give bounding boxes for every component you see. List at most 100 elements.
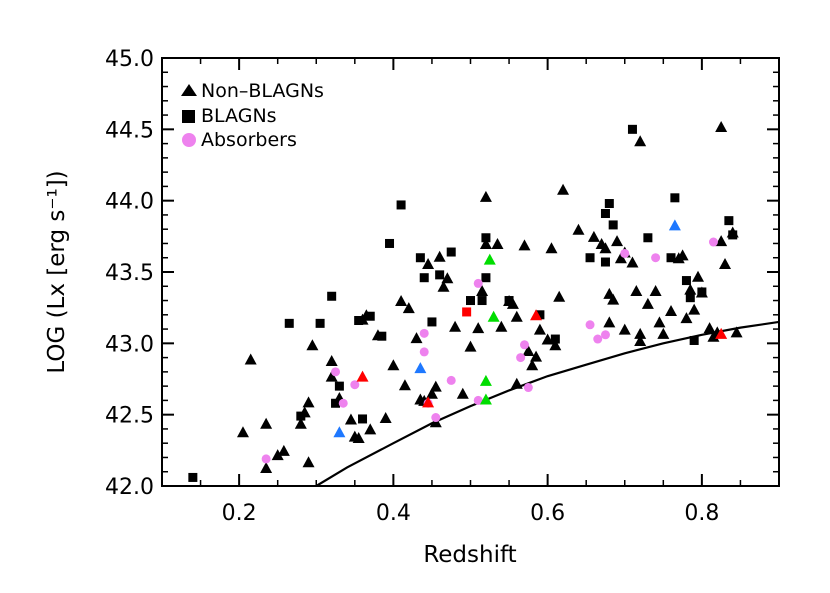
circle-point [338,398,348,408]
triangle-point [479,237,492,249]
y-tick-label: 45.0 [105,47,154,72]
circle-point [419,328,429,338]
triangle-point [306,339,319,351]
triangle-point [599,242,612,254]
square-point [608,220,618,230]
triangle-point [530,350,543,362]
square-point [446,247,456,257]
triangle-point [587,230,600,242]
square-point [354,316,364,326]
triangle-point [603,316,616,328]
square-point [504,296,514,306]
square-point [697,287,707,297]
square-point [627,124,637,134]
triangle-point [715,235,728,247]
triangle-point [680,312,693,324]
circle-point [473,278,483,288]
triangle-point [630,285,643,297]
triangle-point [472,322,485,334]
legend-square-marker [182,110,195,123]
square-point [643,233,653,243]
circle-point [519,340,529,350]
square-point [427,317,437,327]
triangle-point [491,237,504,249]
triangle-point [715,120,728,132]
circle-point [431,413,441,423]
square-point [415,253,425,263]
triangle-point [352,431,365,443]
triangle-point [692,270,705,282]
triangle-point [557,183,570,195]
circle-point [585,320,595,330]
triangle-point [545,242,558,254]
triangle-point [572,223,585,235]
limit-curve [315,320,779,486]
triangle-point [414,362,427,374]
triangle-point [476,285,489,297]
square-point [477,296,487,306]
triangle-point [398,379,411,391]
triangle-point [244,353,257,365]
triangle-point [422,257,435,269]
triangle-point [526,359,539,371]
legend: Non–BLAGNs BLAGNs Absorbers [181,80,324,151]
triangle-point [634,135,647,147]
circle-point [600,330,610,340]
triangle-point [479,374,492,386]
legend-triangle-marker [181,84,197,96]
triangle-point [657,327,670,339]
triangle-point [425,387,438,399]
square-point [481,273,491,283]
triangle-point [533,323,546,335]
square-point [365,311,375,321]
triangle-point [260,417,273,429]
circle-point [473,395,483,405]
triangle-point [730,326,743,338]
square-point [284,318,294,328]
square-point [585,253,595,263]
triangle-point [429,380,442,392]
x-tick-label: 0.2 [222,501,257,526]
square-point [334,381,344,391]
triangle-point [541,333,554,345]
circle-point [419,347,429,357]
circle-point [350,380,360,390]
triangle-point [344,413,357,425]
square-point [377,331,387,341]
circle-point [331,367,341,377]
triangle-point [611,235,624,247]
triangle-point [634,327,647,339]
legend-label-blagns: BLAGNs [201,105,277,127]
triangle-point [510,377,523,389]
triangle-point [626,256,639,268]
triangle-point [402,302,415,314]
triangle-point [302,396,315,408]
triangle-point [653,316,666,328]
square-point [550,334,560,344]
legend-circle-marker [182,133,196,147]
square-point [681,276,691,286]
x-tick-label: 0.6 [530,501,565,526]
square-point [728,230,738,240]
triangle-point [464,340,477,352]
axis-ticks [162,57,779,487]
limit-curve-layer [315,320,779,486]
triangle-point [649,285,662,297]
y-tick-label: 44.0 [105,190,154,215]
triangle-point [260,461,273,473]
triangle-point [437,280,450,292]
circle-point [523,383,533,393]
triangle-point [641,297,654,309]
triangle-point [364,423,377,435]
y-tick-label: 42.0 [105,475,154,500]
y-tick-label: 43.0 [105,332,154,357]
x-tick-label: 0.4 [376,501,411,526]
data-points-layer [188,120,743,482]
triangle-point [634,334,647,346]
triangle-point [618,323,631,335]
circle-point [261,454,271,464]
triangle-point [553,290,566,302]
triangle-point [715,327,728,339]
